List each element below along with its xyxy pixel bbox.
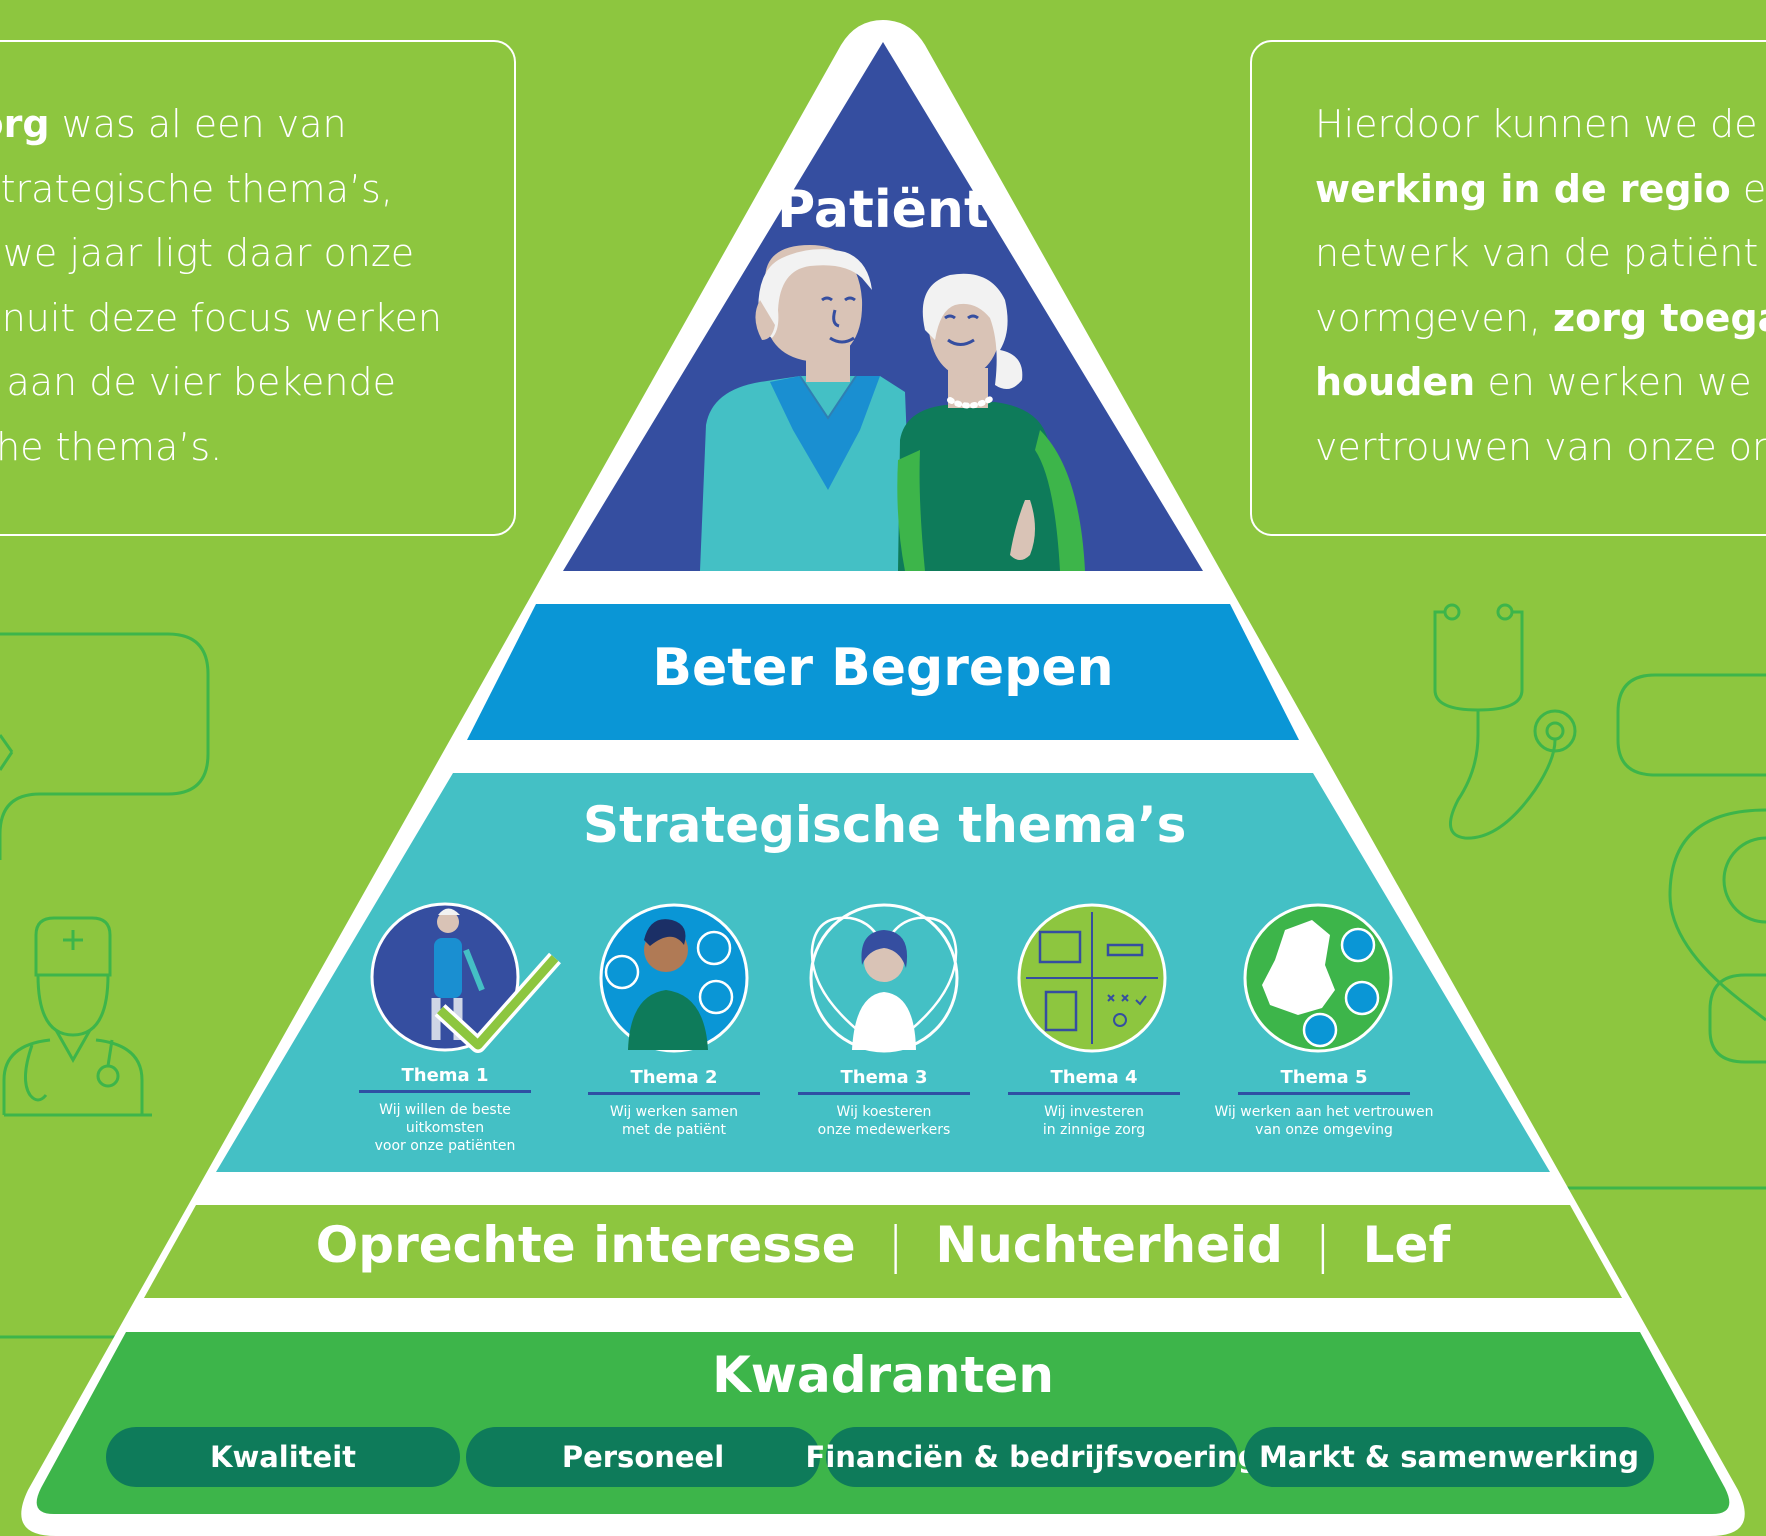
theme-underline (1008, 1092, 1180, 1095)
theme-underline (588, 1092, 760, 1095)
speech-bubble-outline-icon (0, 632, 210, 860)
intro-text-right: Hierdoor kunnen we de swerking in de reg… (1315, 92, 1766, 479)
region-map-icon (1243, 903, 1393, 1053)
patient-checkmark-icon (370, 902, 561, 1053)
strategische-themas-title: Strategische thema’s (583, 796, 1187, 854)
kwadrant-kwaliteit: Kwaliteit (106, 1427, 460, 1487)
text-segment: er aan de vier bekende (0, 360, 397, 404)
value-lef: Lef (1362, 1216, 1451, 1274)
text-emphasis: zorg toegan (1553, 295, 1766, 340)
value-separator: | (1314, 1216, 1332, 1274)
elderly-couple-illustration (700, 245, 1085, 571)
theme-description-line1: Wij investeren (1044, 1104, 1144, 1120)
theme-title: Thema 4 (1050, 1067, 1138, 1088)
care-investment-icon (1017, 903, 1167, 1053)
text-line: werking in de regio en h (1315, 157, 1766, 222)
text-segment: vertrouwen van onze om (1315, 424, 1766, 469)
theme-3: Thema 3 Wij koesteren onze medewerkers (784, 1066, 984, 1139)
value-separator: | (887, 1216, 904, 1274)
theme-title: Thema 5 (1280, 1067, 1368, 1088)
theme-title: Thema 3 (840, 1067, 928, 1088)
text-segment: euwe jaar ligt daar onze (0, 231, 415, 275)
text-segment: Hierdoor kunnen we de (1315, 102, 1766, 146)
kwadrant-personeel: Personeel (466, 1427, 820, 1487)
theme-description-line1: Wij willen de beste uitkomsten (379, 1102, 511, 1136)
theme-description-line1: Wij koesteren (836, 1104, 932, 1120)
core-values: Oprechte interesse | Nuchterheid | Lef (283, 1216, 1483, 1274)
tier-kernwaarden (144, 1205, 1622, 1298)
text-segment: f strategische thema’s, (0, 166, 393, 211)
text-segment: en werken we aa (1487, 360, 1766, 404)
map-pin-outline-icon (1616, 673, 1766, 1064)
theme-description-line2: in zinnige zorg (1042, 1122, 1146, 1138)
text-segment: vormgeven, (1315, 295, 1554, 340)
theme-underline (798, 1092, 970, 1095)
text-segment: netwerk van de patiënt ve (1315, 231, 1766, 275)
text-line: Hierdoor kunnen we de s (1315, 92, 1766, 157)
theme-underline (1238, 1092, 1410, 1095)
kwadranten-title: Kwadranten (712, 1346, 1054, 1404)
theme-1: Thema 1 Wij willen de beste uitkomsten v… (345, 1064, 545, 1155)
theme-description-line1: Wij werken samen (609, 1104, 739, 1120)
intro-text-box-left: zorg was al een van f strategische thema’… (0, 40, 516, 536)
text-emphasis: houden (1315, 360, 1476, 404)
patient-title: Patiënt (777, 180, 989, 240)
theme-description-line1: Wij werken aan het vertrouwen (1214, 1104, 1434, 1120)
text-segment: Vanuit deze focus werken (0, 295, 442, 340)
theme-4: Thema 4 Wij investeren in zinnige zorg (994, 1066, 1194, 1139)
text-line: zorg was al een van (0, 92, 442, 157)
text-line: euwe jaar ligt daar onze (0, 221, 442, 286)
value-oprechte-interesse: Oprechte interesse (315, 1216, 856, 1274)
value-nuchterheid: Nuchterheid (935, 1216, 1283, 1274)
theme-2: Thema 2 Wij werken samen met de patiënt (574, 1066, 774, 1139)
text-segment: was al een van (49, 102, 347, 146)
theme-description-line2: onze medewerkers (817, 1122, 951, 1138)
text-line: sche thema’s. (0, 415, 442, 480)
stethoscope-outline-icon (1433, 603, 1577, 840)
doctor-outline-icon (2, 916, 152, 1117)
intro-text-box-right: Hierdoor kunnen we de swerking in de reg… (1250, 40, 1766, 536)
text-line: netwerk van de patiënt ve (1315, 221, 1766, 286)
text-emphasis: zorg (0, 102, 50, 146)
collaboration-icon (599, 903, 749, 1053)
text-emphasis: werking in de regio (1315, 166, 1731, 211)
beter-begrepen-title: Beter Begrepen (652, 638, 1114, 698)
theme-title: Thema 2 (630, 1067, 718, 1088)
text-line: Vanuit deze focus werken (0, 286, 442, 351)
text-line: er aan de vier bekende (0, 350, 442, 415)
theme-description-line2: voor onze patiënten (374, 1138, 516, 1154)
text-line: houden en werken we aa (1315, 350, 1766, 415)
intro-text-left: zorg was al een van f strategische thema’… (0, 92, 442, 479)
tier-beter-begrepen (467, 604, 1299, 740)
theme-underline (359, 1090, 531, 1093)
theme-description-line2: met de patiënt (622, 1122, 726, 1138)
kwadrant-markt: Markt & samenwerking (1244, 1427, 1654, 1487)
text-segment: sche thema’s. (0, 424, 223, 469)
text-line: vertrouwen van onze om (1315, 415, 1766, 480)
theme-description-line2: van onze omgeving (1255, 1122, 1393, 1138)
text-segment: en h (1742, 166, 1766, 211)
employee-heart-icon (809, 903, 959, 1053)
kwadrant-financien: Financiën & bedrijfsvoering (806, 1427, 1258, 1487)
text-line: vormgeven, zorg toegan (1315, 286, 1766, 351)
theme-5: Thema 5 Wij werken aan het vertrouwen va… (1208, 1066, 1440, 1139)
theme-title: Thema 1 (401, 1065, 489, 1086)
text-line: f strategische thema’s, (0, 157, 442, 222)
